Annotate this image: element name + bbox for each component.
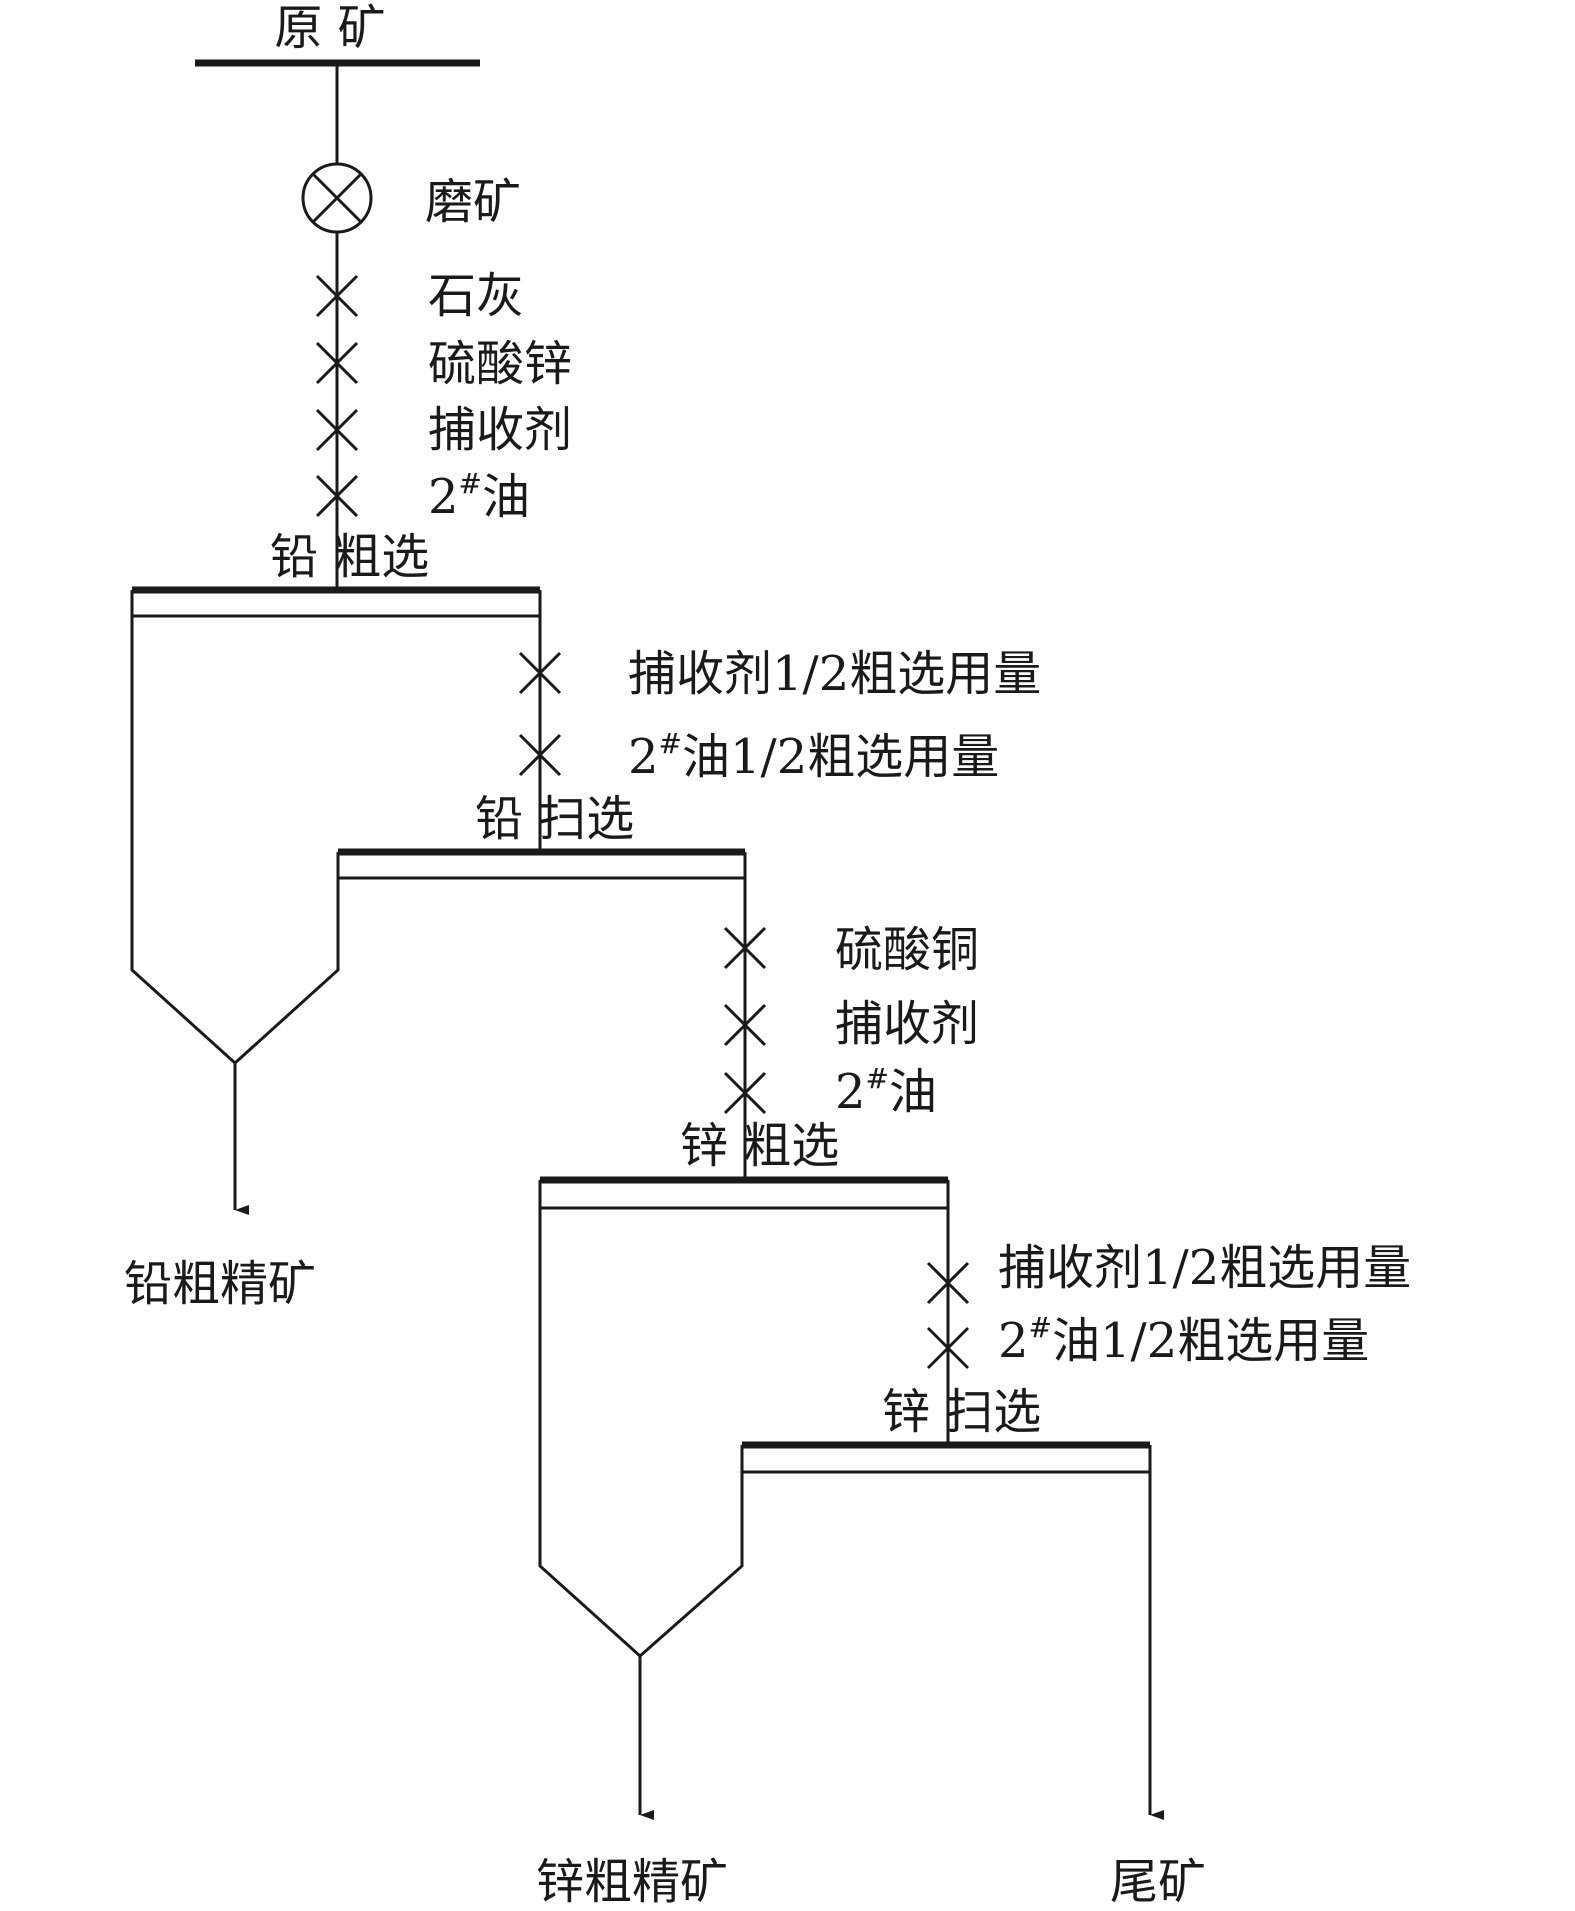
lead-rougher-label: 铅 粗选 [270,529,429,585]
lead-scavenger-reagent-markers [518,651,562,777]
reagent-collector: 捕收剂 [428,402,572,458]
grinding-label: 磨矿 [425,174,521,230]
reagent-no2-oil: 2#油 [428,467,530,525]
tailings-label: 尾矿 [1110,1854,1206,1910]
zinc-scavenger-reagent-markers [926,1261,970,1370]
lead-concentrate-label: 铅粗精矿 [124,1256,316,1312]
zinc-rougher-reagent-markers [723,926,767,1115]
reagent-zinc-oil: 2#油 [835,1062,937,1120]
reagent-collector-half: 捕收剂1/2粗选用量 [628,646,1041,702]
reagent-oil-half: 2#油1/2粗选用量 [628,727,999,785]
lead-rougher-reagent-markers [315,274,359,518]
lead-scavenger-cell [336,848,747,1180]
reagent-lime: 石灰 [428,268,524,324]
raw-ore-label: 原 矿 [274,0,385,56]
zinc-concentrate-label: 锌粗精矿 [536,1854,728,1910]
reagent-copper-sulfate: 硫酸铜 [835,922,979,978]
reagent-zinc-sulfate: 硫酸锌 [428,336,572,392]
lead-scavenger-label: 铅 扫选 [475,791,634,847]
zinc-scavenger-cell [740,1441,1150,1474]
reagent-zinc-oil-half: 2#油1/2粗选用量 [998,1311,1369,1369]
zinc-rougher-label: 锌 粗选 [680,1118,839,1174]
reagent-zinc-collector: 捕收剂 [835,996,979,1052]
reagent-zinc-collector-half: 捕收剂1/2粗选用量 [998,1240,1411,1296]
grinding-mill-icon [301,162,373,234]
zinc-scavenger-label: 锌 扫选 [882,1384,1041,1440]
